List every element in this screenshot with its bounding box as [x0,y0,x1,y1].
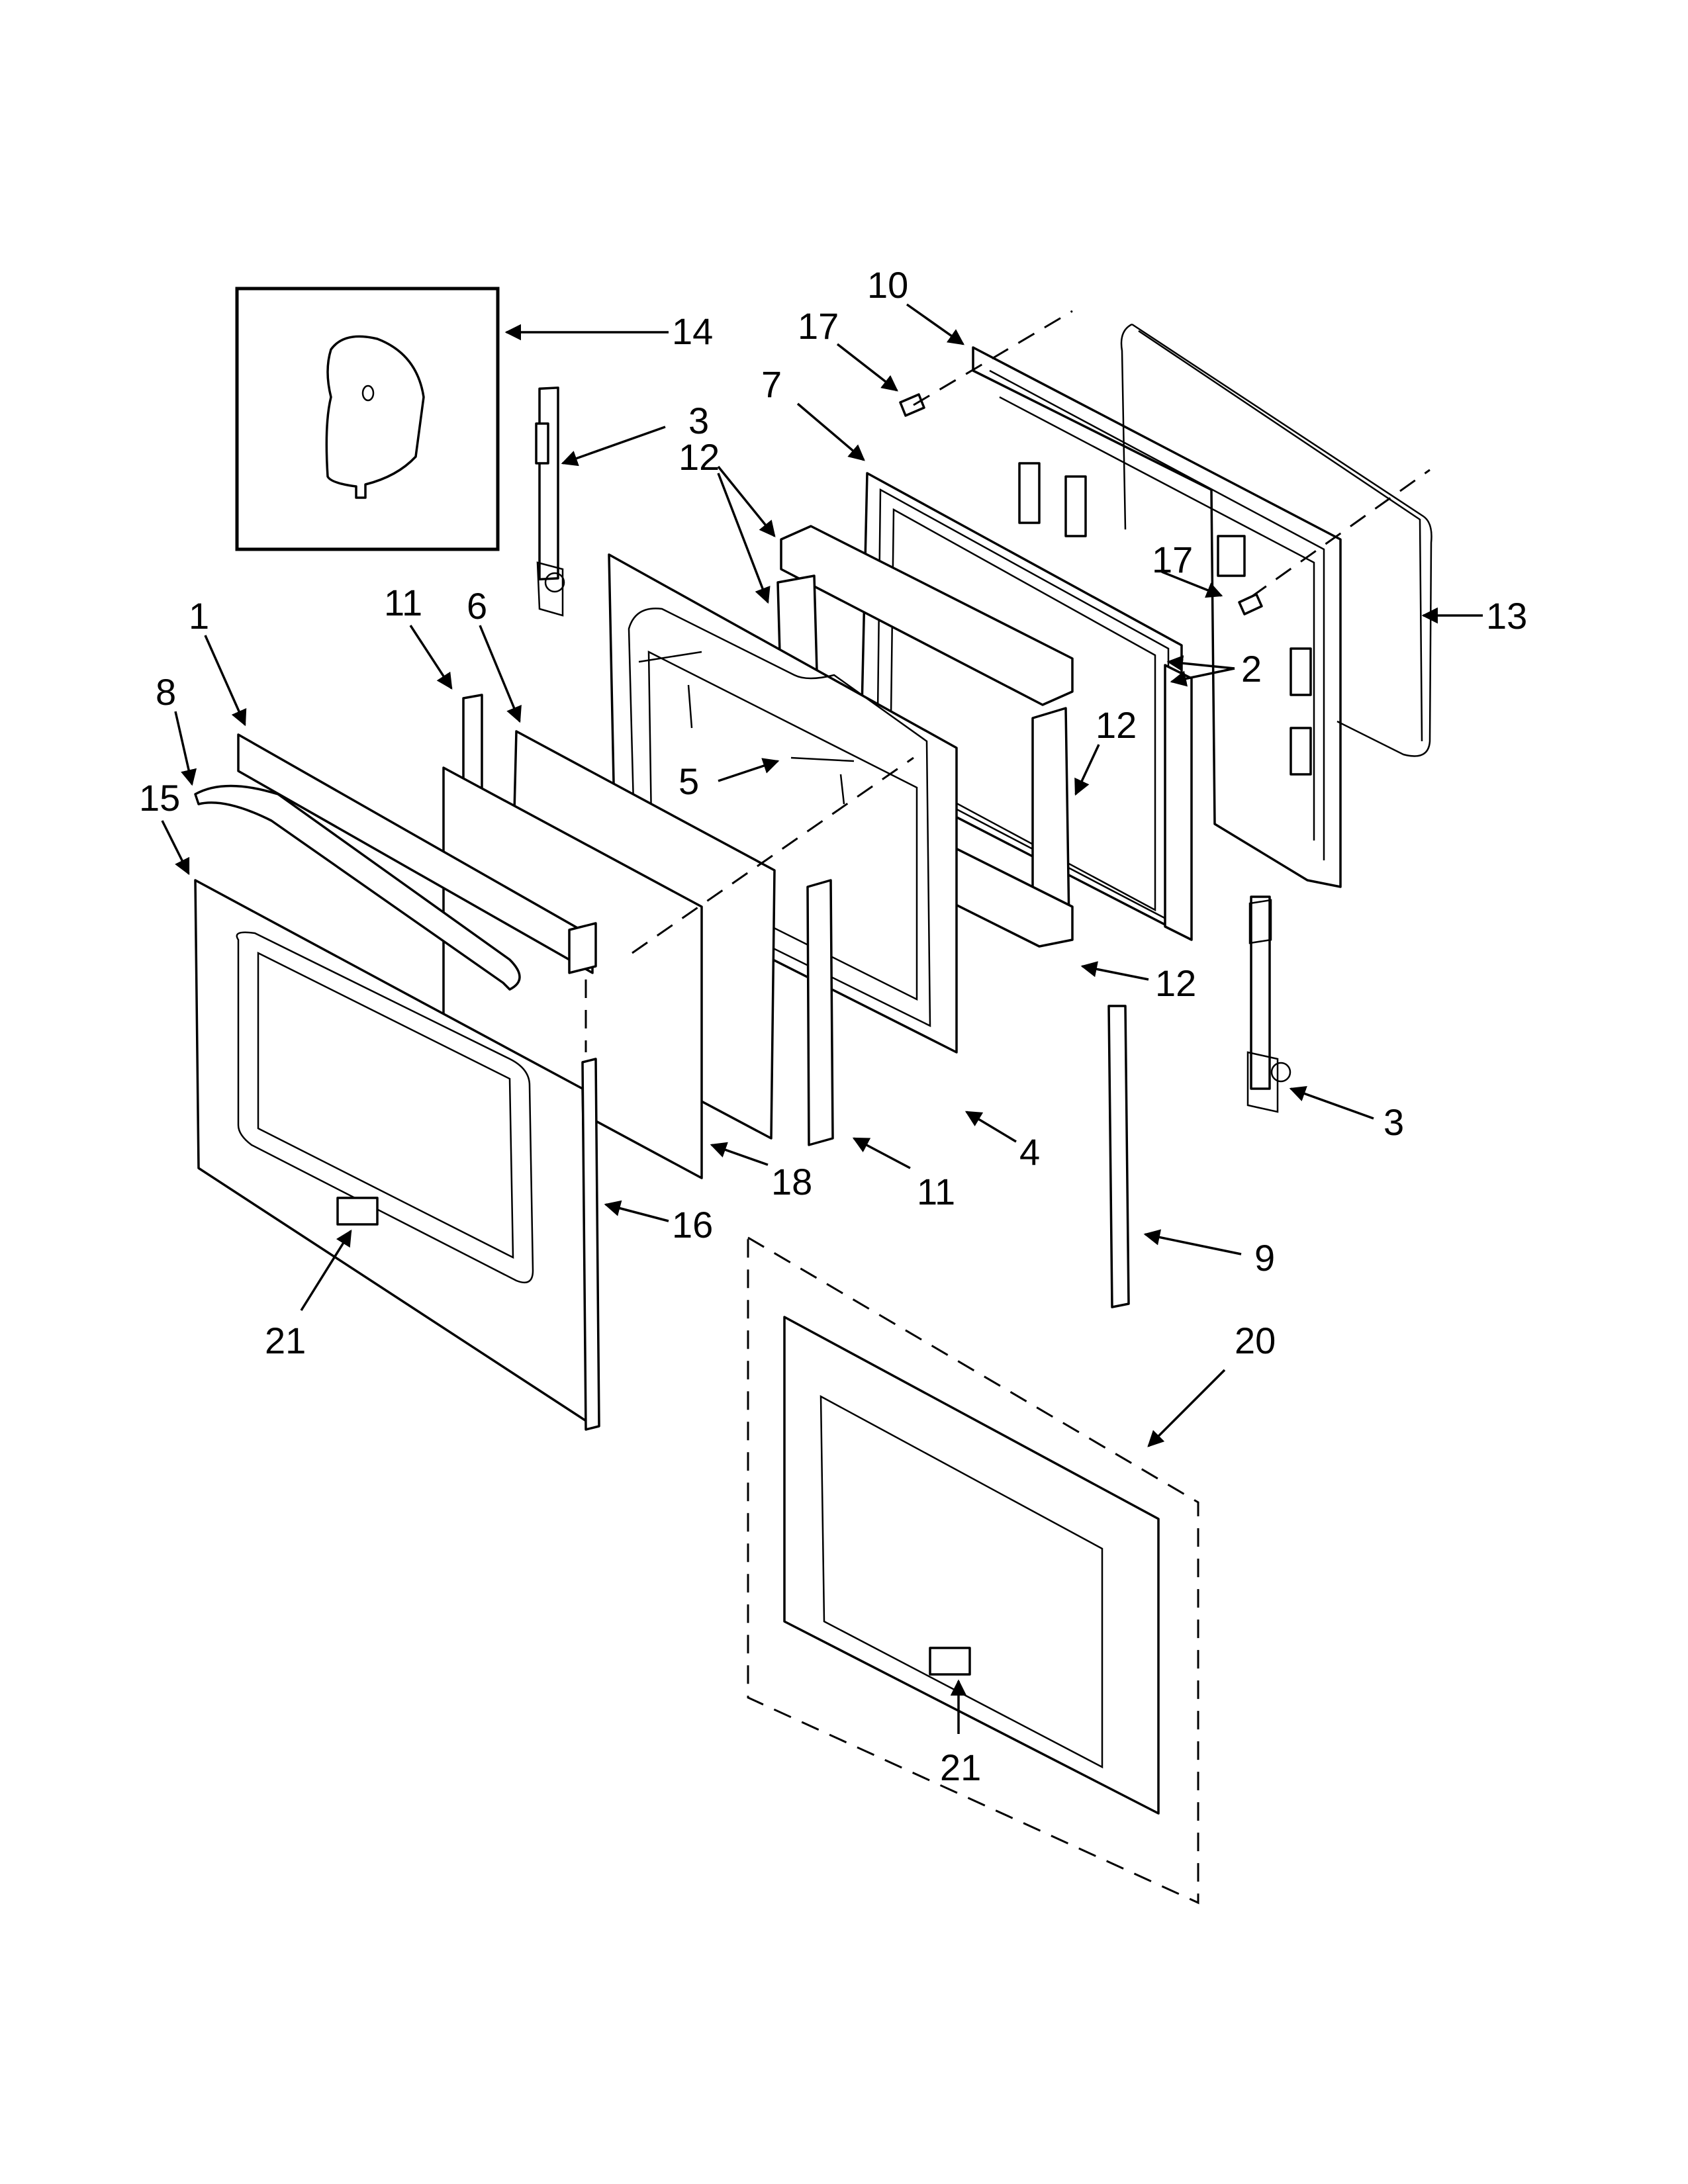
callout-5: 5 [679,760,699,802]
callout-18: 18 [771,1161,812,1203]
part-13-gasket [1120,323,1432,757]
part-3-hinge-left [535,387,565,617]
callout-12-lower: 12 [1155,962,1196,1004]
callout-12-right: 12 [1096,704,1137,746]
part-20-door-assembly [747,1236,1199,1905]
callout-3-lower: 3 [1383,1101,1404,1143]
part-7-glass-pack [859,472,1193,941]
callout-13: 13 [1486,595,1527,637]
callout-14: 14 [672,310,713,352]
callout-4: 4 [1019,1131,1040,1173]
callout-17-lower: 17 [1152,539,1193,580]
callout-21-right: 21 [940,1747,981,1788]
part-17-upper-pin [899,393,925,417]
part-11-channel-right [806,879,834,1146]
part-3-hinge-right [1246,895,1291,1113]
callout-3-upper: 3 [688,400,709,441]
part-5-bracket [638,651,855,805]
part-16-side-trim [581,1058,600,1431]
callout-7: 7 [761,363,782,405]
callout-10: 10 [867,264,908,306]
callout-17-upper: 17 [798,305,839,347]
part-14-inset [235,287,500,551]
callout-20: 20 [1235,1320,1276,1361]
part-8-handle [194,784,521,991]
callout-labels: 10 17 7 14 3 12 17 13 11 6 1 2 8 12 15 5… [139,264,1527,1788]
part-1-top-trim [237,733,597,974]
dashed-leaders [585,310,1430,1052]
callout-6: 6 [467,585,487,627]
part-9-strip [1107,1005,1130,1308]
callout-16: 16 [672,1204,713,1246]
callout-21-left: 21 [265,1320,306,1361]
callout-leaders [161,303,1483,1734]
part-4-inner-door [608,553,958,1054]
callout-9: 9 [1254,1237,1275,1279]
callout-8: 8 [156,671,176,713]
callout-12-upper: 12 [679,436,720,478]
callout-1: 1 [189,595,209,637]
callout-15: 15 [139,777,180,819]
callout-11-upper: 11 [384,582,422,623]
part-10-rear-frame [972,346,1342,888]
part-17-lower-pin [1238,593,1263,615]
callout-2: 2 [1241,648,1262,690]
callout-11-lower: 11 [917,1171,955,1212]
